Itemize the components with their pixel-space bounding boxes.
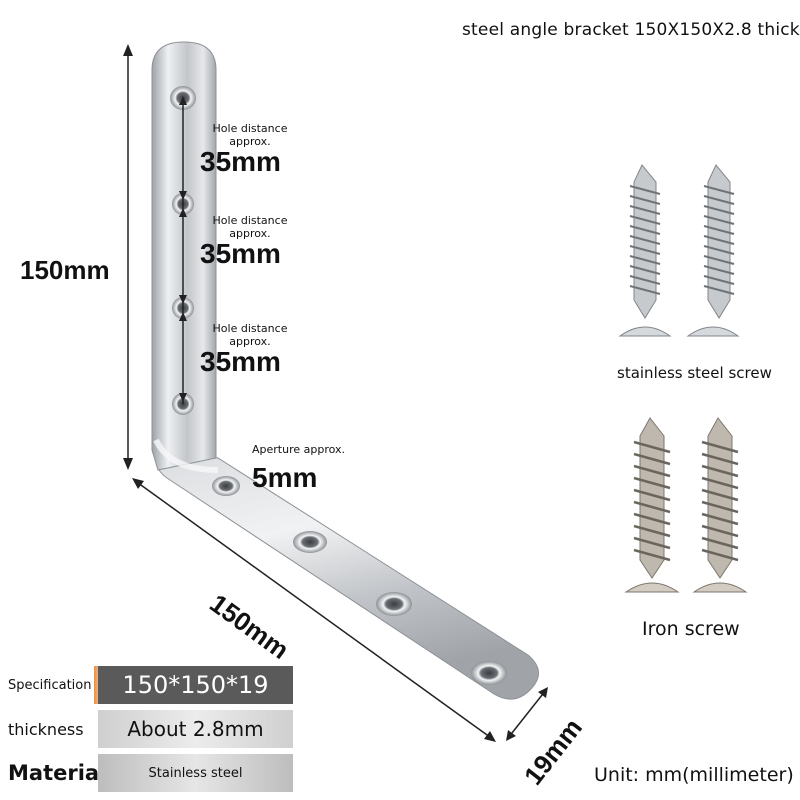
spec-table: Specification 150*150*19 thickness About… <box>8 666 298 792</box>
spec-key: thickness <box>8 710 94 748</box>
hole-distance-label: Hole distance <box>212 322 288 335</box>
iron-screw-label: Iron screw <box>642 618 740 640</box>
stainless-steel-screw-pair <box>618 164 740 337</box>
hole <box>293 531 327 553</box>
length-dimension-line <box>133 479 495 741</box>
aperture-annotation: Aperture approx. 5mm <box>252 443 382 492</box>
hole-distance-value: 35mm <box>200 346 281 377</box>
product-title: steel angle bracket 150X150X2.8 thick <box>462 20 800 40</box>
unit-note: Unit: mm(millimeter) <box>594 764 794 786</box>
spec-row-thickness: thickness About 2.8mm <box>8 710 293 748</box>
hole <box>376 592 412 616</box>
height-label: 150mm <box>20 255 110 285</box>
hole-distance-approx: approx. <box>229 135 271 148</box>
hole-distance-label: Hole distance <box>212 122 288 135</box>
hole-distance-annotation-2: Hole distance approx. 35mm <box>200 214 300 268</box>
hole-distance-value: 35mm <box>200 238 281 269</box>
spec-value: About 2.8mm <box>98 710 293 748</box>
hole-distance-value: 35mm <box>200 146 281 177</box>
hole-distance-annotation-1: Hole distance approx. 35mm <box>200 122 300 176</box>
spec-key: Specification <box>8 666 94 704</box>
hole-distance-approx: approx. <box>229 227 271 240</box>
hole-distance-approx: approx. <box>229 335 271 348</box>
width-dimension-line <box>507 689 547 739</box>
spec-value: 150*150*19 <box>98 666 293 704</box>
spec-key: Material <box>8 754 106 792</box>
spec-row-material: Material Stainless steel <box>8 754 293 792</box>
aperture-value: 5mm <box>252 462 318 493</box>
accent-strip <box>92 666 102 704</box>
bracket-vertical-leg <box>151 41 217 471</box>
aperture-label: Aperture approx. <box>252 443 346 456</box>
spec-value: Stainless steel <box>98 754 293 792</box>
stainless-steel-screw-label: stainless steel screw <box>617 364 772 382</box>
hole-distance-annotation-3: Hole distance approx. 35mm <box>200 322 300 376</box>
hole-distance-label: Hole distance <box>212 214 288 227</box>
spec-row-specification: Specification 150*150*19 <box>8 666 293 704</box>
iron-screw-pair <box>624 417 748 593</box>
hole <box>212 476 240 496</box>
hole <box>471 661 507 685</box>
